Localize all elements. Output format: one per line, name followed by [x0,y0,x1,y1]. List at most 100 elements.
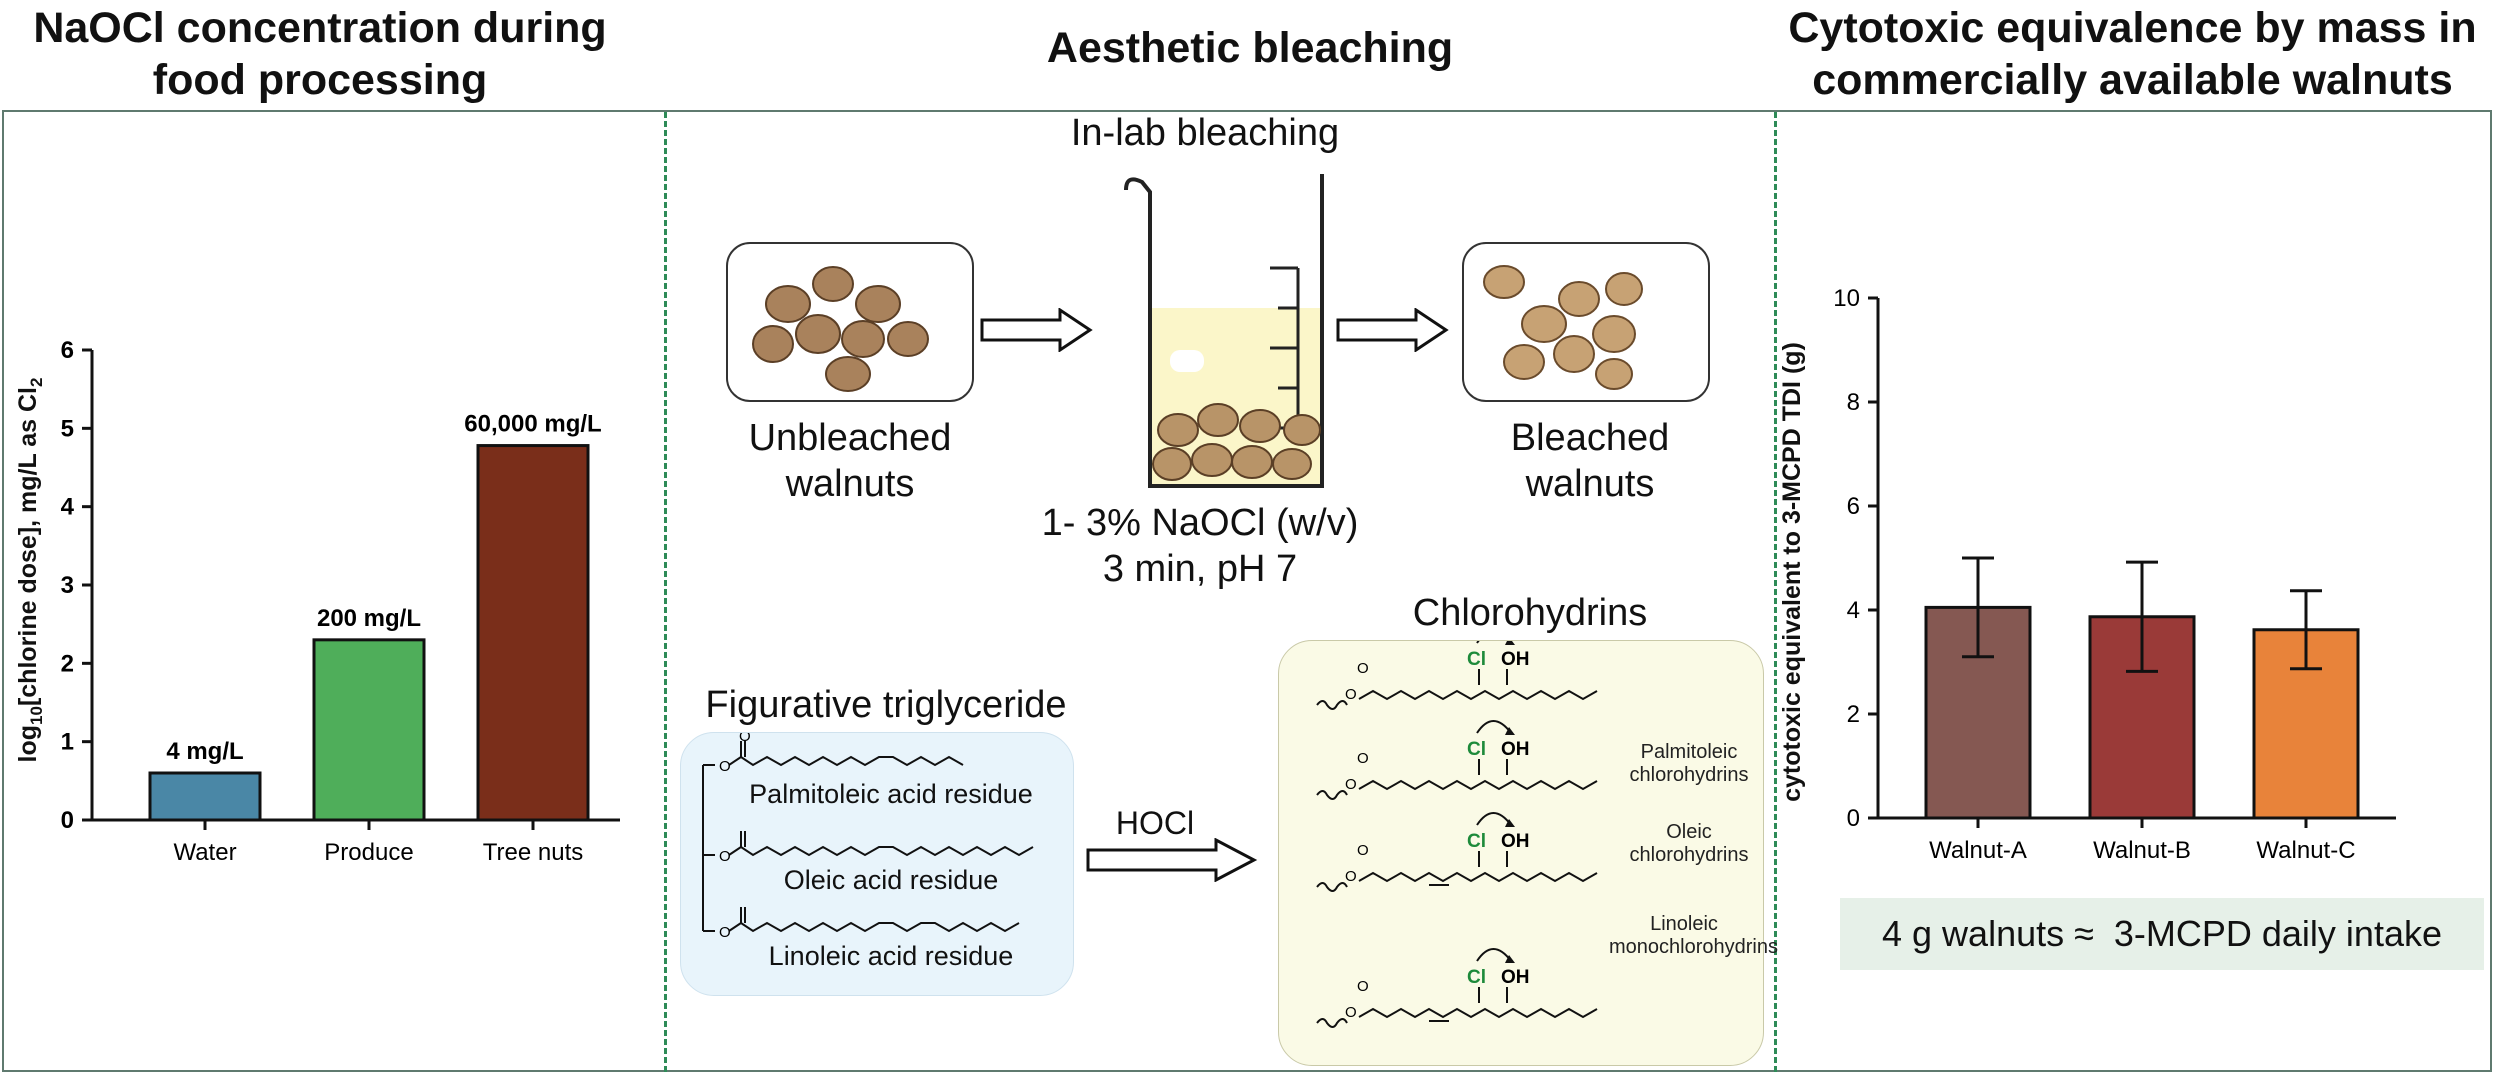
curved-arrow [1476,948,1512,962]
summary-text: 4 g walnuts ≈ 3-MCPD daily intake [1882,913,2442,954]
bleached-label: Bleached walnuts [1510,417,1670,505]
data-label: 60,000 mg/L [464,411,601,438]
right-heading: Cytotoxic equivalence by mass in commerc… [1765,2,2500,106]
hydroxyl-label: OH [1501,967,1530,988]
divider-left [664,112,667,1072]
y-tick-label: 4 [61,494,75,521]
arrow-right-icon [1336,308,1449,352]
triglyceride-title: Figurative triglyceride [705,684,1067,726]
y-tick-label: 4 [1847,597,1860,624]
arrow-right-icon [980,308,1093,352]
wavy-bond [1316,790,1348,800]
y-tick-label: 0 [1847,805,1860,832]
y-tick-label: 0 [61,807,74,834]
panel-frame [2,110,2492,1072]
chlorine-label: Cl [1467,739,1486,760]
category-label: Walnut-A [1929,837,2027,864]
unbleached-walnuts-image [726,242,974,402]
chlorohydrins-title: Chlorohydrins [1412,592,1648,634]
chlorine-label: Cl [1467,649,1486,670]
beaker-icon [1124,174,1324,488]
curved-arrow [1476,812,1512,826]
arrowhead [1505,641,1515,645]
y-tick-label: 10 [1833,285,1860,312]
acyl-chain [1358,779,1598,791]
chlorine-dose-chart: 0 1 2 3 4 5 6 4 mg/L Water 200 mg/L Produce 60,000 … [61,337,620,866]
arrow-right-icon [1086,838,1258,882]
wavy-bond [1316,882,1348,892]
wavy-bond [1316,700,1348,710]
carbonyl-oxygen-label: O [1357,978,1369,995]
carbonyl-oxygen-label: O [1357,842,1369,859]
data-label: 4 mg/L [166,738,243,765]
hydroxyl-label: OH [1501,649,1530,670]
hocl-label: HOCl [1115,805,1195,841]
wavy-bond [1316,1018,1348,1028]
bleached-walnuts-image [1462,242,1710,402]
curved-arrow [1476,720,1512,734]
chart2-ylabel: cytotoxic equivalent to 3-MCPD TDI (g) [1778,342,1806,802]
acyl-chain [1358,871,1598,883]
category-label: Walnut-B [2093,837,2191,864]
triglyceride-structure: O O O O [702,733,1034,941]
hydroxyl-label: OH [1501,831,1530,852]
category-label: Tree nuts [483,839,584,866]
bar [476,444,590,822]
walnut-group-icon [1483,265,1643,390]
chlorine-label: Cl [1467,831,1486,852]
left-heading: NaOCl concentration during food processi… [0,2,640,106]
right-heading-line2: commercially available walnuts [1812,56,2453,104]
y-tick-label: 2 [1847,701,1860,728]
ester-oxygen-label: O [1345,1004,1357,1021]
y-tick-label: 1 [61,729,74,756]
y-tick-label: 8 [1847,389,1860,416]
carbonyl-oxygen-label: O [739,733,751,745]
arrowhead [1505,819,1515,827]
y-tick-label: 2 [61,650,74,677]
y-tick-label: 6 [1847,493,1860,520]
ester-oxygen-label: O [1345,776,1357,793]
y-tick-label: 6 [61,337,74,364]
carbonyl-oxygen-label: O [1357,660,1369,677]
ester-oxygen-label: O [1345,686,1357,703]
y-tick-label: 3 [61,572,74,599]
left-heading-line2: food processing [152,56,488,104]
acyl-chain [1358,689,1598,701]
arrowhead [1505,727,1515,735]
divider-right [1774,112,1777,1072]
in-lab-bleaching-title: In-lab bleaching [1070,112,1340,154]
y-tick-label: 5 [61,415,74,442]
residue-oleic: Oleic acid residue [783,865,999,895]
category-label: Walnut-C [2256,837,2355,864]
acyl-chain [1358,1007,1598,1019]
unbleached-label: Unbleached walnuts [748,417,952,505]
left-heading-line1: NaOCl concentration during [33,4,607,52]
triglyceride-box: O O O O Palmitoleic acid residue Oleic a… [680,732,1074,996]
ester-oxygen-label: O [1345,868,1357,885]
right-heading-line1: Cytotoxic equivalence by mass in [1788,4,2477,52]
arrowhead [1505,955,1515,963]
bar [148,771,262,822]
ester-oxygen-label: O [719,758,731,775]
bar [312,638,426,822]
hydroxyl-label: OH [1501,739,1530,760]
curved-arrow [1476,641,1512,644]
category-label: Produce [324,839,413,866]
category-label: Water [173,839,236,866]
summary-box: 4 g walnuts ≈ 3-MCPD daily intake [1840,898,2484,970]
ester-oxygen-label: O [719,848,731,865]
data-label: 200 mg/L [317,605,421,632]
bleaching-condition: 1- 3% NaOCl (w/v) 3 min, pH 7 [1041,502,1359,590]
walnut-group-icon [752,266,929,392]
residue-palmitoleic: Palmitoleic acid residue [749,779,1033,809]
center-heading: Aesthetic bleaching [1046,24,1454,72]
chart1-ylabel: log10[chlorine dose], mg/L as Cl2 [14,377,46,763]
carbonyl-oxygen-label: O [1357,750,1369,767]
chlorine-label: Cl [1467,967,1486,988]
